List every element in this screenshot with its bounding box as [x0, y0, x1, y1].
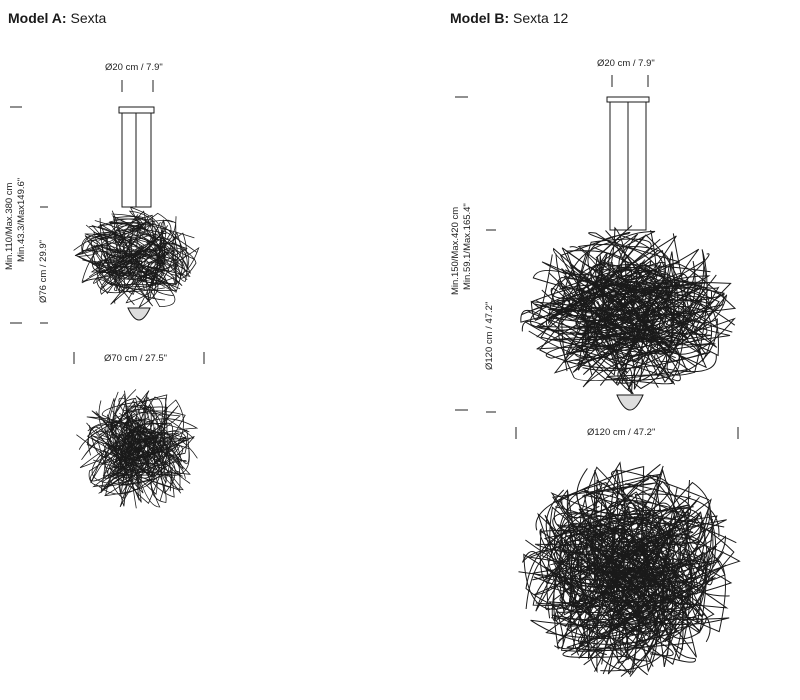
model-b-canopy-dimension: Ø20 cm / 7.9" [597, 58, 655, 69]
model-b-label: Model B: [450, 10, 510, 26]
model-a-side-view [118, 106, 155, 321]
wire-strand [553, 502, 702, 650]
wire-strand [101, 397, 186, 479]
wire-strand [561, 494, 705, 614]
wire-strand [107, 420, 187, 494]
wire-strand [82, 225, 185, 307]
model-a-canopy-dimension: Ø20 cm / 7.9" [105, 62, 163, 73]
wire-strand [569, 250, 668, 390]
wire-strand [522, 549, 682, 665]
wire-strand [618, 246, 718, 348]
wire-strand [539, 250, 725, 369]
model-b-width-dimension: Ø120 cm / 47.2" [587, 427, 656, 438]
wire-strand [533, 507, 677, 672]
wire-strand [570, 265, 671, 380]
wire-strand [88, 210, 183, 291]
wire-strand [96, 233, 177, 301]
wire-strand [103, 422, 170, 503]
wire-strand [120, 405, 195, 504]
wire-strand [569, 469, 677, 607]
model-a-name: Sexta [70, 10, 107, 26]
wire-strand [96, 249, 183, 286]
wire-strand [582, 519, 727, 607]
wire-strand [569, 516, 694, 673]
wire-strand [632, 249, 733, 376]
wire-strand [545, 511, 705, 656]
model-b-side-view [606, 96, 650, 411]
wire-strand [562, 286, 712, 363]
wire-strand [103, 403, 167, 479]
wire-strand [526, 273, 689, 338]
wire-strand [556, 518, 710, 628]
wire-strand [535, 522, 694, 652]
model-b-title: Model B: Sexta 12 [450, 10, 568, 26]
wire-strand [552, 482, 680, 629]
wire-strand [89, 226, 197, 291]
wire-strand [569, 234, 685, 377]
wire-strand [546, 540, 741, 676]
model-a-title: Model A: Sexta [8, 10, 106, 26]
wire-strand [562, 259, 725, 385]
wire-strand [567, 490, 691, 675]
wire-strand [91, 242, 168, 305]
model-b-name: Sexta 12 [513, 10, 569, 26]
model-a-label: Model A: [8, 10, 67, 26]
wire-strand [570, 488, 666, 589]
wire-strand [547, 230, 696, 331]
model-a-width-dimension: Ø70 cm / 27.5" [104, 353, 168, 364]
wire-strand [127, 396, 184, 487]
wire-strand [114, 390, 186, 493]
wire-strand [538, 235, 728, 372]
wire-strand [584, 301, 716, 395]
wire-strand [97, 394, 171, 495]
wire-strand [550, 558, 707, 654]
wire-strand [574, 468, 714, 645]
wire-strand [93, 212, 172, 284]
wire-strand [107, 391, 195, 478]
wire-strand [534, 279, 719, 357]
wire-strand [604, 479, 718, 677]
wire-strand [81, 214, 172, 290]
wire-strand [582, 233, 731, 388]
wire-strand [109, 218, 192, 308]
wire-strand [104, 396, 191, 497]
wire-strand [532, 506, 694, 650]
wire-strand [73, 213, 157, 288]
